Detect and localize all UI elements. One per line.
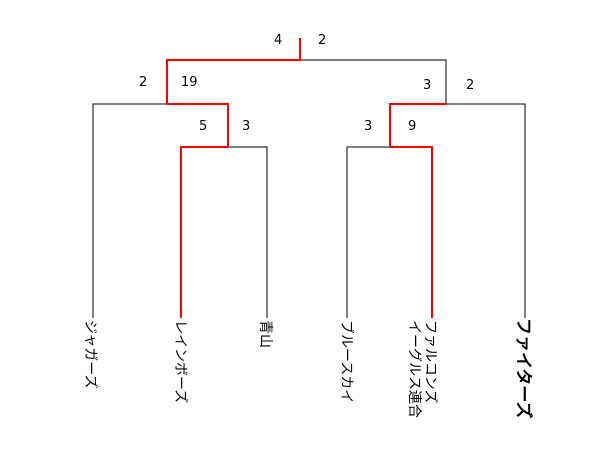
bracket-black-lines bbox=[92, 59, 526, 318]
score-semi-left-b: 19 bbox=[181, 75, 198, 90]
team-name: イーグルス連合 bbox=[406, 320, 422, 418]
winning-line-rainbows bbox=[180, 146, 228, 318]
team-name: 青山 bbox=[257, 320, 273, 348]
score-final-left: 4 bbox=[274, 33, 282, 48]
champion-name: ファイターズ bbox=[513, 318, 534, 418]
line-jaguars bbox=[92, 103, 167, 318]
score-final-right: 2 bbox=[318, 33, 326, 48]
line-aoyama bbox=[228, 146, 268, 318]
score-qf-left-b: 3 bbox=[242, 119, 250, 134]
score-semi-left-a: 2 bbox=[139, 75, 147, 90]
score-qf-right-b: 9 bbox=[408, 119, 416, 134]
line-bluesky bbox=[346, 146, 390, 318]
team-name: ブルースカイ bbox=[338, 320, 355, 403]
score-semi-right-b: 2 bbox=[466, 78, 474, 93]
line-fighters bbox=[446, 103, 526, 318]
score-semi-right-a: 3 bbox=[423, 78, 431, 93]
bracket-winning-path bbox=[166, 38, 446, 318]
team-name: ジャガーズ bbox=[82, 320, 98, 389]
winning-line-falcons bbox=[390, 146, 433, 318]
line-final-right bbox=[300, 59, 447, 104]
winning-line-qf-right bbox=[389, 103, 446, 147]
team-name: ファルコンズ bbox=[422, 320, 438, 403]
winning-line-semi-left bbox=[166, 38, 301, 104]
winning-line-qf-left bbox=[167, 103, 229, 147]
team-name: レインボーズ bbox=[172, 320, 188, 403]
scores: 4 2 2 19 3 2 5 3 3 9 bbox=[139, 33, 474, 134]
score-qf-right-a: 3 bbox=[364, 119, 372, 134]
team-names: ジャガーズ レインボーズ 青山 ブルースカイ ファルコンズ イーグルス連合 ファ… bbox=[82, 318, 534, 418]
score-qf-left-a: 5 bbox=[199, 119, 207, 134]
